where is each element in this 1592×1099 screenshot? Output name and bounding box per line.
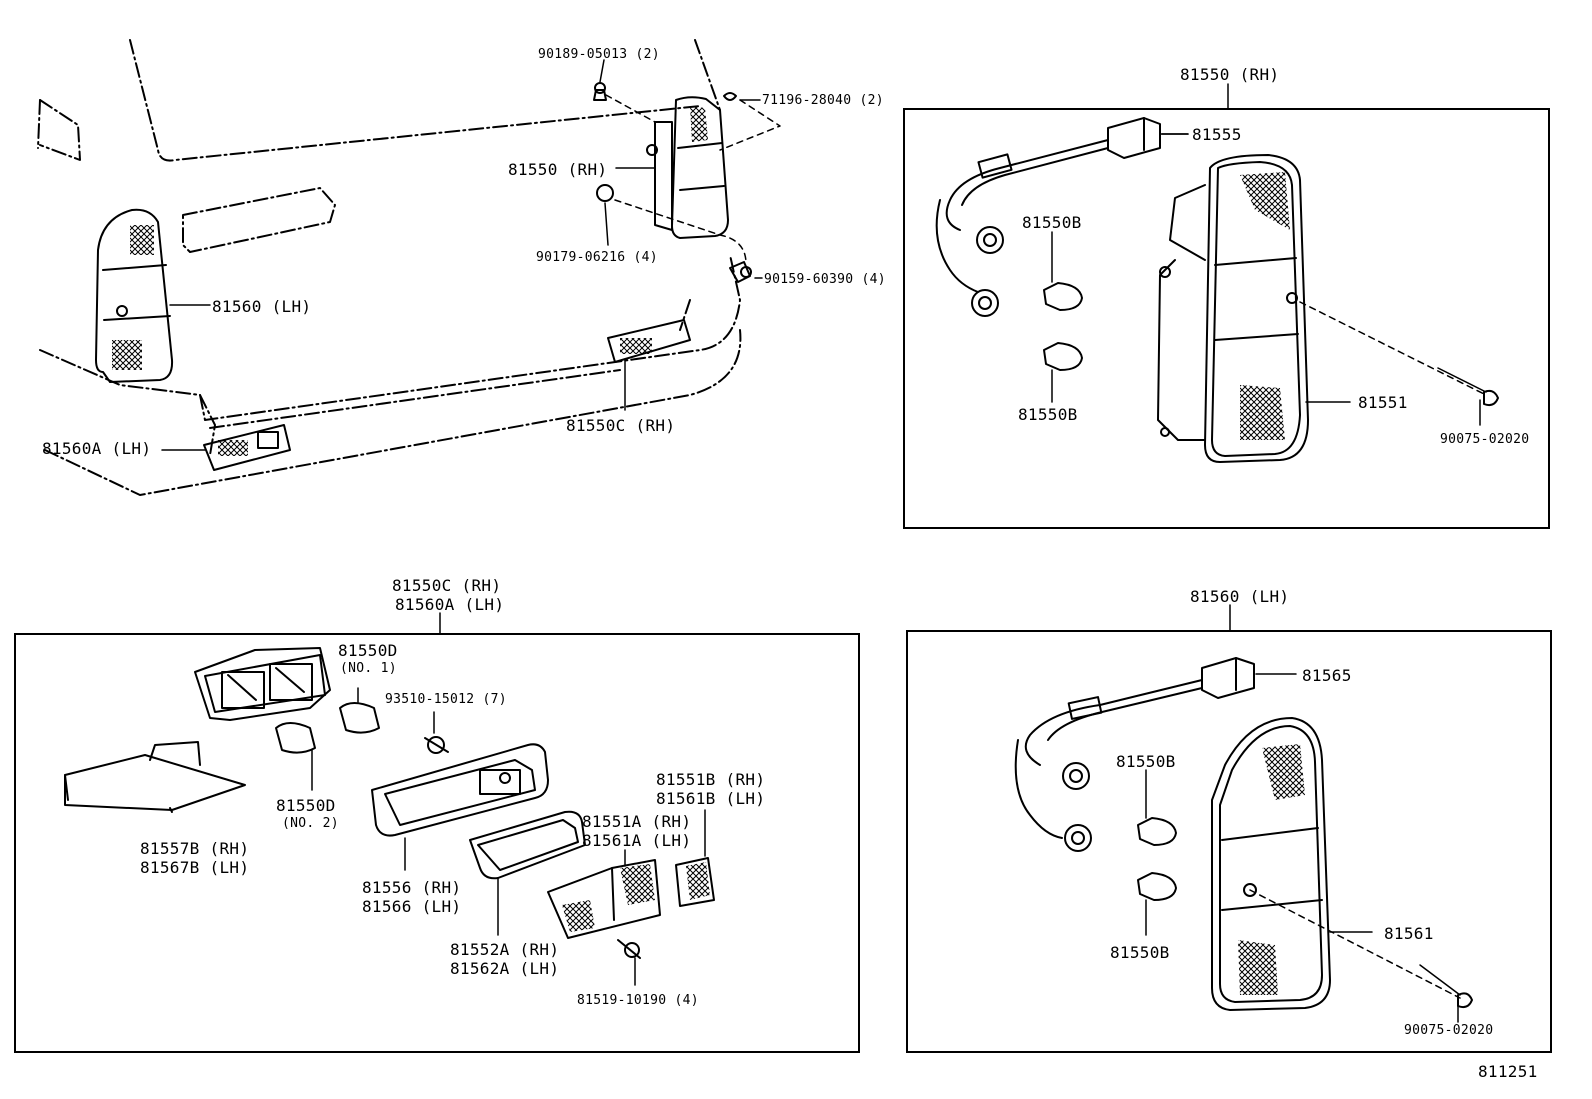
- label-81565: 81565: [1302, 666, 1352, 685]
- label-81561: 81561: [1384, 924, 1434, 943]
- label-81560-lh: 81560 (LH): [212, 297, 312, 316]
- label-90159-60390: 90159-60390 (4): [764, 272, 886, 287]
- label-90179-06216: 90179-06216 (4): [536, 250, 658, 265]
- rh-panel-drawing: [935, 83, 1499, 463]
- lh-panel-drawing: [1014, 604, 1473, 1023]
- overview-rh-taillamp: [646, 96, 729, 239]
- label-81561b-lh: 81561B (LH): [656, 789, 766, 808]
- label-81561a-lh: 81561A (LH): [582, 831, 692, 850]
- label-81552a-rh: 81552A (RH): [450, 940, 560, 959]
- license-panel-title-rh: 81550C (RH): [392, 576, 502, 595]
- label-81557b-rh: 81557B (RH): [140, 839, 250, 858]
- license-panel-drawing: [64, 612, 715, 986]
- label-81550d-no2-sub: (NO. 2): [282, 816, 339, 831]
- overview-license-lamp-lh: [203, 424, 291, 471]
- label-81551: 81551: [1358, 393, 1408, 412]
- overview-fasteners: [593, 82, 752, 283]
- label-90189-05013: 90189-05013 (2): [538, 47, 660, 62]
- label-81550b-rh-bottom: 81550B: [1018, 405, 1078, 424]
- overview-connection-lines: [605, 94, 781, 263]
- label-81560a-lh: 81560A (LH): [42, 439, 152, 458]
- label-81550b-lh-bottom: 81550B: [1110, 943, 1170, 962]
- label-81555: 81555: [1192, 125, 1242, 144]
- label-81550d-no1-sub: (NO. 1): [340, 661, 397, 676]
- lh-taillamp-detail-panel: [906, 630, 1552, 1053]
- label-90075-02020-lh: 90075-02020: [1404, 1023, 1494, 1038]
- label-81550c-rh: 81550C (RH): [566, 416, 676, 435]
- label-81551b-rh: 81551B (RH): [656, 770, 766, 789]
- label-81550d-no2: 81550D: [276, 796, 336, 815]
- lh-panel-title: 81560 (LH): [1190, 587, 1290, 606]
- overview-license-lamp-rh: [607, 319, 691, 363]
- label-81567b-lh: 81567B (LH): [140, 858, 250, 877]
- label-81551a-rh: 81551A (RH): [582, 812, 692, 831]
- label-71196-28040: 71196-28040 (2): [762, 93, 884, 108]
- overview-lh-taillamp: [95, 208, 174, 383]
- label-90075-02020-rh: 90075-02020: [1440, 432, 1530, 447]
- label-93510-15012: 93510-15012 (7): [385, 692, 507, 707]
- rear-window: [182, 187, 336, 253]
- label-81550d-no1: 81550D: [338, 641, 398, 660]
- label-81562a-lh: 81562A (LH): [450, 959, 560, 978]
- rh-taillamp-detail-panel: [903, 108, 1550, 529]
- label-81566-lh: 81566 (LH): [362, 897, 462, 916]
- rh-panel-title: 81550 (RH): [1180, 65, 1280, 84]
- license-lamp-detail-panel: [14, 633, 860, 1053]
- license-panel-title-lh: 81560A (LH): [395, 595, 505, 614]
- label-81550-rh: 81550 (RH): [508, 160, 608, 179]
- overview-leaders: [161, 59, 763, 451]
- label-81519-10190: 81519-10190 (4): [577, 993, 699, 1008]
- label-81550b-rh-top: 81550B: [1022, 213, 1082, 232]
- label-81556-rh: 81556 (RH): [362, 878, 462, 897]
- vehicle-outline: [37, 39, 742, 496]
- figure-number: 811251: [1478, 1062, 1538, 1081]
- label-81550b-lh-top: 81550B: [1116, 752, 1176, 771]
